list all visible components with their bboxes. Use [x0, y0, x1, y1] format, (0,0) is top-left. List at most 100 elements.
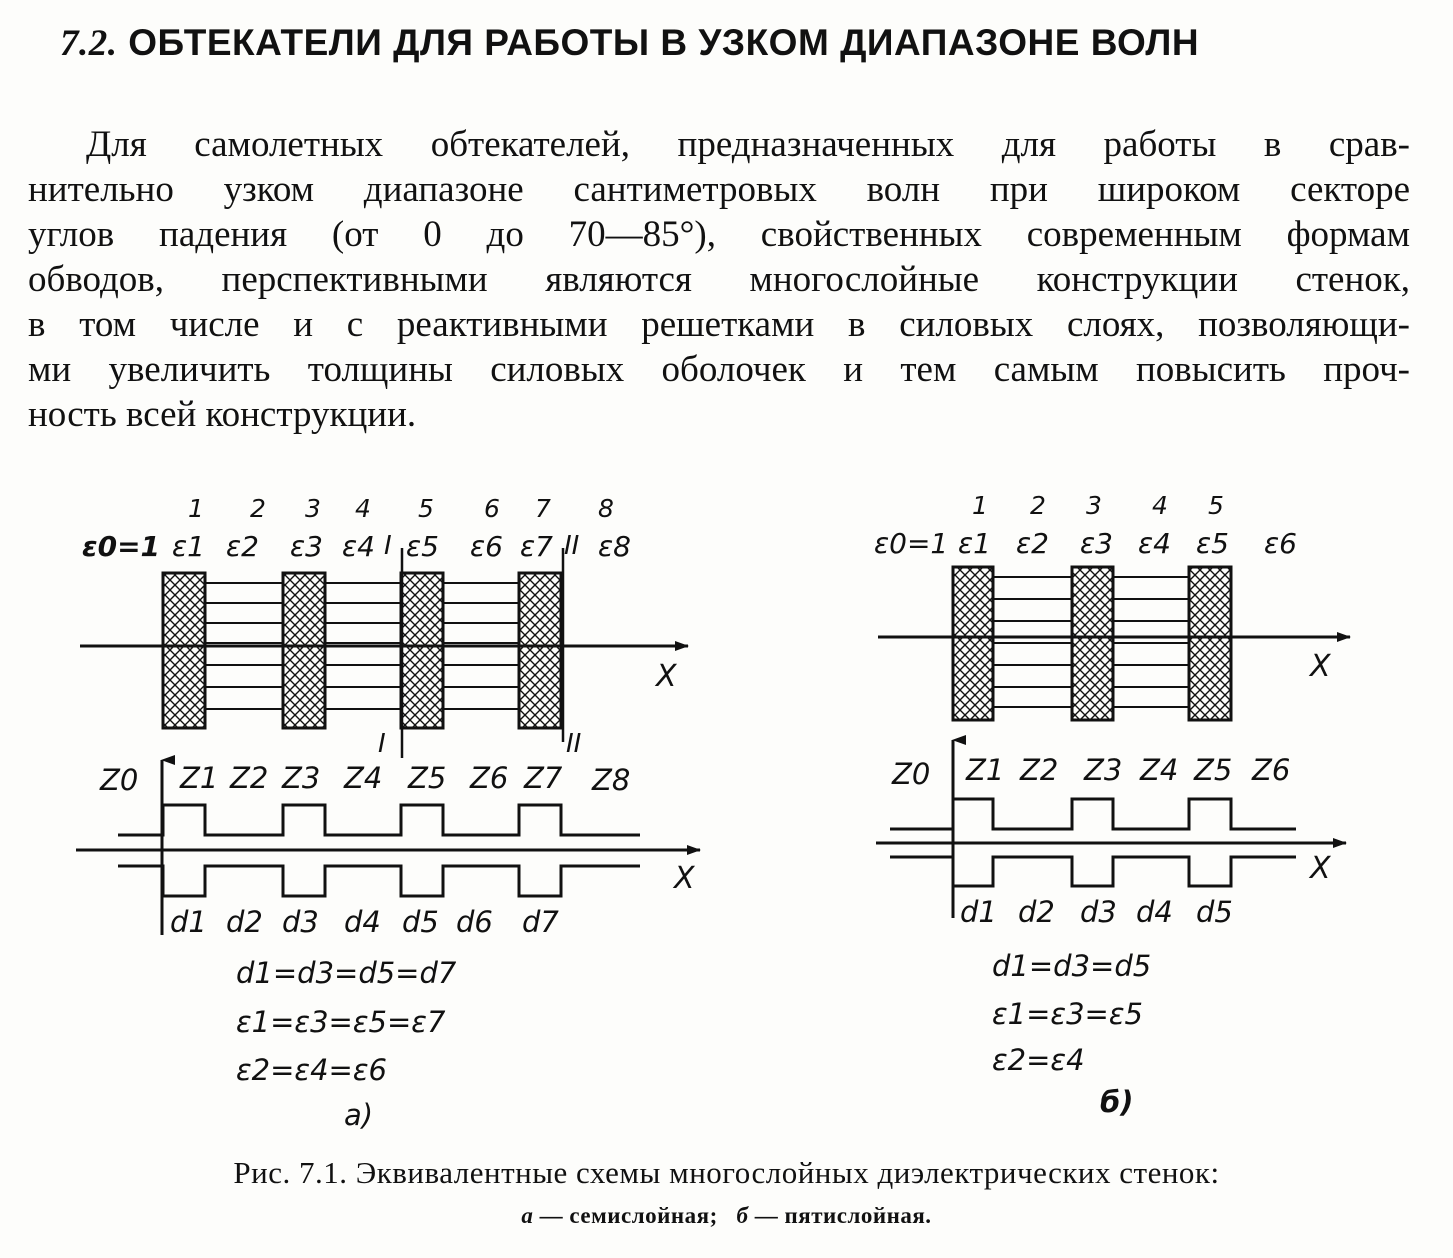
- layer-hatch: [1070, 565, 1115, 722]
- eps-label: ε6: [1264, 527, 1297, 560]
- section-label-bottom: I: [378, 729, 386, 759]
- axis-label-x-lower: X: [1308, 851, 1332, 886]
- subcaption-b-text: — пятислойная.: [748, 1203, 932, 1228]
- layer-number: 4: [1152, 491, 1168, 520]
- figure-letter: а): [344, 1098, 373, 1132]
- layer-number: 5: [418, 494, 434, 523]
- layer-hatch: [281, 571, 327, 730]
- impedance-label: Z3: [1083, 753, 1122, 787]
- figure-subcaption: а — семислойная; б — пятислойная.: [0, 1203, 1453, 1229]
- relation-1: d1=d3=d5=d7: [236, 956, 457, 990]
- thickness-label: d6: [456, 905, 493, 939]
- section-label: I: [384, 531, 392, 561]
- thickness-label: d5: [1196, 895, 1233, 929]
- figure-a: X 1 2 3 4 5 6 7 8 ε0=1 ε1 ε2 ε3 ε4 I ε5 …: [76, 494, 701, 1132]
- eps-zero: ε0=1: [82, 530, 160, 563]
- axis-label-x: X: [1308, 649, 1332, 684]
- layer-number: 1: [188, 494, 204, 523]
- layer-number: 3: [305, 494, 321, 523]
- eps-label: ε3: [290, 530, 323, 563]
- paragraph-line: обводов, перспективными являются многосл…: [28, 259, 1410, 300]
- figure-letter: б): [1100, 1085, 1134, 1119]
- eps-label: ε4: [342, 530, 375, 563]
- subcaption-a-text: — семислойная;: [533, 1203, 718, 1228]
- layer-lines: [205, 582, 519, 710]
- layer-hatch: [399, 571, 445, 730]
- eps-label: ε4: [1138, 527, 1171, 560]
- impedance-profile-top: [890, 797, 1296, 831]
- eps-label: ε1: [172, 530, 205, 563]
- eps-label: ε1: [958, 527, 991, 560]
- layer-number: 1: [972, 491, 988, 520]
- impedance-profile-top: [118, 803, 640, 837]
- thickness-label: d7: [522, 905, 559, 939]
- paragraph-line: ность всей конструкции.: [28, 394, 417, 435]
- impedance-label: Z0: [891, 757, 930, 791]
- axis-label-x: X: [654, 659, 678, 694]
- thickness-label: d1: [960, 895, 997, 929]
- layer-number: 4: [355, 494, 371, 523]
- layer-number: 5: [1208, 491, 1224, 520]
- impedance-label: Z6: [1251, 753, 1290, 787]
- impedance-label: Z5: [1193, 753, 1232, 787]
- eps-label: ε2: [1016, 527, 1049, 560]
- section-heading: 7.2. ОБТЕКАТЕЛИ ДЛЯ РАБОТЫ В УЗКОМ ДИАПА…: [60, 22, 1400, 65]
- thickness-label: d4: [1136, 895, 1173, 929]
- impedance-label: Z2: [229, 761, 268, 795]
- subcaption-b-label: б: [736, 1203, 749, 1228]
- thickness-label: d1: [170, 905, 207, 939]
- impedance-label: Z5: [407, 761, 446, 795]
- impedance-label: Z7: [523, 761, 563, 795]
- impedance-label: Z4: [343, 761, 382, 795]
- impedance-label: Z1: [965, 753, 1004, 787]
- figure-b: X 1 2 3 4 5 ε0=1 ε1 ε2 ε3 ε4 ε5 ε6 Z0 Z1…: [874, 491, 1351, 1119]
- impedance-profile-bottom: [890, 855, 1296, 888]
- layer-number: 2: [1030, 491, 1046, 520]
- section-label-bottom: II: [566, 729, 581, 759]
- relation-1: d1=d3=d5: [992, 949, 1151, 983]
- impedance-profile-bottom: [118, 864, 640, 898]
- body-paragraph: Для самолетных обтекателей, предназначен…: [28, 122, 1410, 437]
- paragraph-line: Для самолетных обтекателей, предназначен…: [86, 124, 1410, 165]
- eps-zero: ε0=1: [874, 527, 948, 560]
- impedance-label: Z6: [469, 761, 508, 795]
- relation-2: ε1=ε3=ε5: [992, 997, 1143, 1031]
- eps-label: ε7: [520, 530, 553, 563]
- impedance-label: Z2: [1019, 753, 1058, 787]
- subcaption-a-label: а: [521, 1203, 534, 1228]
- paragraph-line: ми увеличить толщины силовых оболочек и …: [28, 349, 1410, 390]
- relation-3: ε2=ε4: [992, 1043, 1085, 1077]
- paragraph-line: углов падения (от 0 до 70—85°), свойстве…: [28, 214, 1410, 255]
- axis-label-x-lower: X: [672, 861, 696, 896]
- thickness-label: d2: [1018, 895, 1055, 929]
- figure-caption: Рис. 7.1. Эквивалентные схемы многослойн…: [233, 1155, 1220, 1190]
- eps-label: ε3: [1080, 527, 1113, 560]
- eps-label: ε2: [226, 530, 259, 563]
- layer-number: 8: [598, 494, 614, 523]
- section-title: ОБТЕКАТЕЛИ ДЛЯ РАБОТЫ В УЗКОМ ДИАПАЗОНЕ …: [128, 22, 1200, 63]
- thickness-label: d4: [344, 905, 381, 939]
- impedance-label: Z4: [1139, 753, 1178, 787]
- relation-3: ε2=ε4=ε6: [236, 1053, 387, 1087]
- thickness-label: d3: [282, 905, 319, 939]
- impedance-label: Z0: [99, 763, 138, 797]
- layer-number: 6: [484, 494, 500, 523]
- layer-lines: [993, 576, 1189, 708]
- layer-hatch: [161, 571, 207, 730]
- layer-hatch: [951, 565, 995, 722]
- thickness-label: d5: [402, 905, 439, 939]
- layer-hatch: [517, 571, 563, 730]
- layer-number: 2: [250, 494, 266, 523]
- eps-label: ε5: [1196, 527, 1229, 560]
- paragraph-line: в том числе и с реактивными решетками в …: [28, 304, 1410, 345]
- eps-label: ε6: [470, 530, 503, 563]
- layer-number: 3: [1086, 491, 1102, 520]
- eps-label: ε8: [598, 530, 631, 563]
- relation-2: ε1=ε3=ε5=ε7: [236, 1005, 446, 1039]
- paragraph-line: нительно узком диапазоне сантиметровых в…: [28, 169, 1410, 210]
- section-number: 7.2.: [60, 23, 118, 64]
- eps-label: ε5: [406, 530, 439, 563]
- impedance-label: Z8: [591, 763, 630, 797]
- thickness-label: d3: [1080, 895, 1117, 929]
